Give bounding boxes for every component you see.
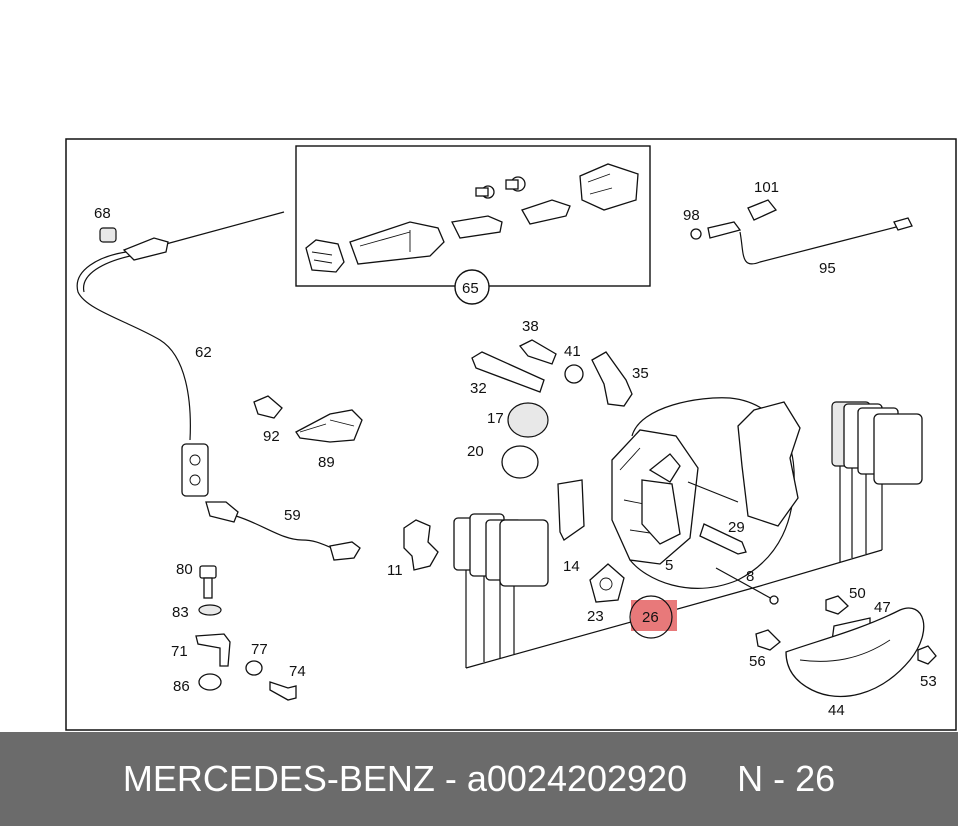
label-44: 44 <box>828 702 845 719</box>
label-62: 62 <box>195 344 212 361</box>
label-29: 29 <box>728 519 745 536</box>
parts-diagram: 68 62 92 89 59 80 83 71 77 74 86 11 65 3… <box>65 138 957 731</box>
label-59: 59 <box>284 507 301 524</box>
label-56: 56 <box>749 653 766 670</box>
label-65: 65 <box>462 280 479 297</box>
label-38: 38 <box>522 318 539 335</box>
connector-kit-inset <box>295 145 651 287</box>
label-17: 17 <box>487 410 504 427</box>
label-89: 89 <box>318 454 335 471</box>
callout-circle-65 <box>454 269 490 305</box>
label-95: 95 <box>819 260 836 277</box>
wear-sensor-cable <box>76 227 209 497</box>
label-26: 26 <box>642 609 659 626</box>
brake-pads-right <box>831 401 923 562</box>
label-23: 23 <box>587 608 604 625</box>
label-86: 86 <box>173 678 190 695</box>
footer-bar: MERCEDES-BENZ - a0024202920 N - 26 <box>0 732 958 826</box>
highlight-26 <box>631 600 677 631</box>
label-71: 71 <box>171 643 188 660</box>
label-41: 41 <box>564 343 581 360</box>
label-80: 80 <box>176 561 193 578</box>
label-74: 74 <box>289 663 306 680</box>
callout-circle-26 <box>629 595 673 639</box>
label-98: 98 <box>683 207 700 224</box>
label-83: 83 <box>172 604 189 621</box>
label-14: 14 <box>563 558 580 575</box>
label-8: 8 <box>746 568 754 585</box>
label-20: 20 <box>467 443 484 460</box>
label-50: 50 <box>849 585 866 602</box>
label-92: 92 <box>263 428 280 445</box>
label-68: 68 <box>94 205 111 222</box>
label-53: 53 <box>920 673 937 690</box>
label-5: 5 <box>665 557 673 574</box>
label-47: 47 <box>874 599 891 616</box>
footer-brand-part: MERCEDES-BENZ - a0024202920 <box>122 758 688 799</box>
label-77: 77 <box>251 641 268 658</box>
diagram-frame <box>65 138 957 731</box>
footer-ref: N - 26 <box>737 758 836 799</box>
brake-pads-left <box>453 513 549 668</box>
label-32: 32 <box>470 380 487 397</box>
label-35: 35 <box>632 365 649 382</box>
label-101: 101 <box>754 179 779 196</box>
brake-caliper <box>611 397 801 605</box>
label-11: 11 <box>387 562 403 579</box>
